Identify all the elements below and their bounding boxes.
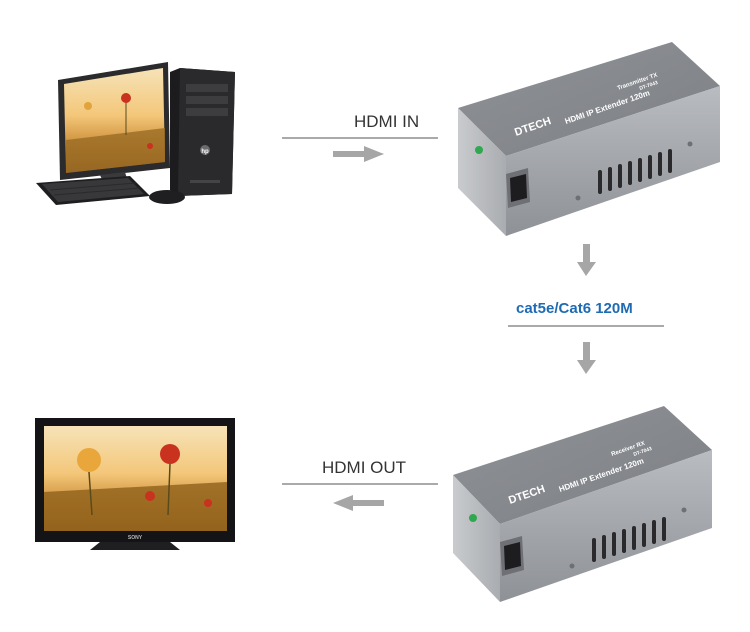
receiver-part: DT-7043 [633,446,653,458]
transmitter-rj45-port [506,168,530,208]
transmitter-vents [598,149,672,194]
tv-stand [90,542,180,550]
tv-brand: SONY [128,535,143,541]
hdmi-in-label: HDMI IN [354,112,420,131]
pc-case-logo: hp [201,149,209,155]
pc-keyboard [36,176,150,205]
pc-tower: hp [170,68,235,196]
transmitter-part: DT-7043 [639,80,659,92]
receiver-device: DTECH HDMI IP Extender 120m Receiver RX … [453,406,712,602]
pc-mouse [149,190,185,204]
cable-label: cat5e/Cat6 120M [516,300,633,317]
transmitter-device: DTECH HDMI IP Extender 120m Transmitter … [458,42,720,236]
receiver-led [469,514,477,522]
tv-screen-flowers [77,444,212,516]
hdmi-in-arrow [333,146,384,162]
pc-screen-flower [84,93,153,149]
computer: hp [36,62,235,205]
receiver-rj45-port [500,536,524,576]
down-arrow-2 [577,342,596,374]
pc-monitor [58,62,170,189]
television: SONY [35,418,235,550]
transmitter-led [475,146,483,154]
hdmi-out-label: HDMI OUT [322,458,407,477]
down-arrow-1 [577,244,596,276]
receiver-vents [592,517,666,562]
hdmi-out-arrow [333,495,384,511]
